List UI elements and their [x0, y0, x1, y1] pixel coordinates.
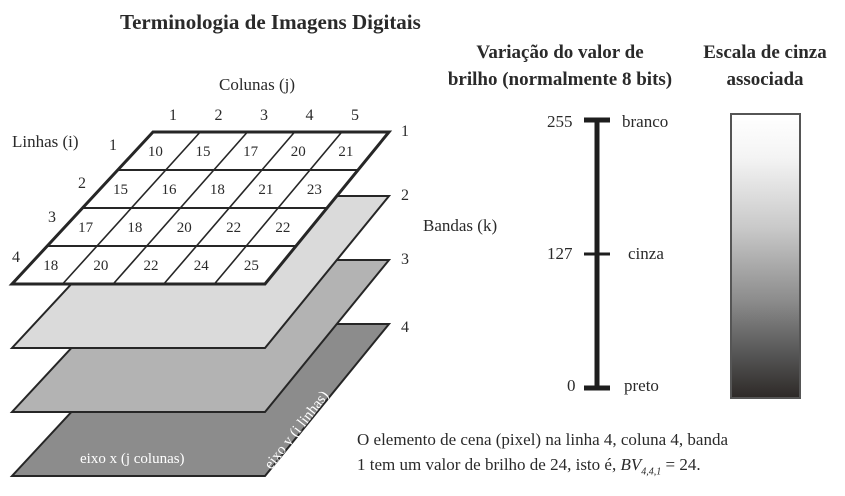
grid-col-line: [62, 131, 201, 285]
value-255: 255: [547, 112, 573, 131]
row-number: 2: [78, 175, 86, 192]
column-number: 4: [306, 107, 314, 124]
cell-value: 17: [243, 144, 259, 160]
cell-value: 18: [210, 182, 225, 198]
column-number: 5: [351, 107, 359, 124]
caption-line2: 1 tem um valor de brilho de 24, isto é, …: [357, 453, 701, 484]
value-0: 0: [567, 376, 576, 395]
cell-value: 20: [291, 144, 306, 160]
cell-value: 17: [78, 220, 94, 236]
row-number: 1: [109, 137, 117, 154]
row-number: 3: [48, 209, 56, 226]
cell-value: 25: [244, 258, 259, 274]
cell-value: 22: [275, 220, 290, 236]
cell-value: 23: [307, 182, 322, 198]
grayscale-header-line2: associada: [726, 69, 804, 90]
cell-value: 20: [93, 258, 108, 274]
cell-value: 22: [226, 220, 241, 236]
caption-line1: O elemento de cena (pixel) na linha 4, c…: [357, 430, 729, 449]
figure-title: Terminologia de Imagens Digitais: [120, 10, 421, 34]
label-preto: preto: [624, 376, 659, 395]
band-number: 3: [401, 251, 409, 268]
cell-value: 21: [258, 182, 273, 198]
column-number: 1: [169, 107, 177, 124]
columns-label: Colunas (j): [219, 75, 296, 94]
cell-value: 10: [148, 144, 163, 160]
value-127: 127: [547, 244, 573, 263]
grid-col-line: [213, 131, 343, 285]
bv-subscript: 4,4,1: [641, 466, 662, 478]
cell-value: 15: [113, 182, 128, 198]
cell-value: 22: [144, 258, 159, 274]
label-branco: branco: [622, 112, 669, 131]
grayscale-bar: [730, 113, 801, 399]
column-number: 2: [215, 107, 223, 124]
cell-value: 18: [43, 258, 58, 274]
band-number: 1: [401, 123, 409, 140]
caption-line2-text: 1 tem um valor de brilho de 24, isto é,: [357, 455, 621, 474]
brightness-header-line2: brilho (normalmente 8 bits): [447, 69, 673, 90]
cell-value: 15: [196, 144, 211, 160]
caption-line2-end: = 24.: [661, 455, 701, 474]
band-number: 2: [401, 187, 409, 204]
grayscale-header-line1: Escala de cinza: [703, 42, 827, 63]
rows-label: Linhas (i): [12, 132, 79, 151]
column-number: 3: [260, 107, 268, 124]
label-cinza: cinza: [628, 244, 664, 263]
cell-value: 21: [338, 144, 353, 160]
cell-value: 24: [194, 258, 210, 274]
bv-symbol: BV: [620, 455, 642, 474]
brightness-header-line1: Variação do valor de: [476, 42, 644, 63]
grid-col-line: [163, 131, 296, 285]
x-axis-label: eixo x (j colunas): [80, 451, 185, 467]
band-number: 4: [401, 319, 409, 336]
cell-value: 16: [161, 182, 177, 198]
grid-col-line: [112, 131, 248, 285]
row-number: 4: [12, 249, 20, 266]
cell-value: 18: [127, 220, 142, 236]
bands-label: Bandas (k): [423, 216, 498, 235]
cell-value: 20: [177, 220, 192, 236]
